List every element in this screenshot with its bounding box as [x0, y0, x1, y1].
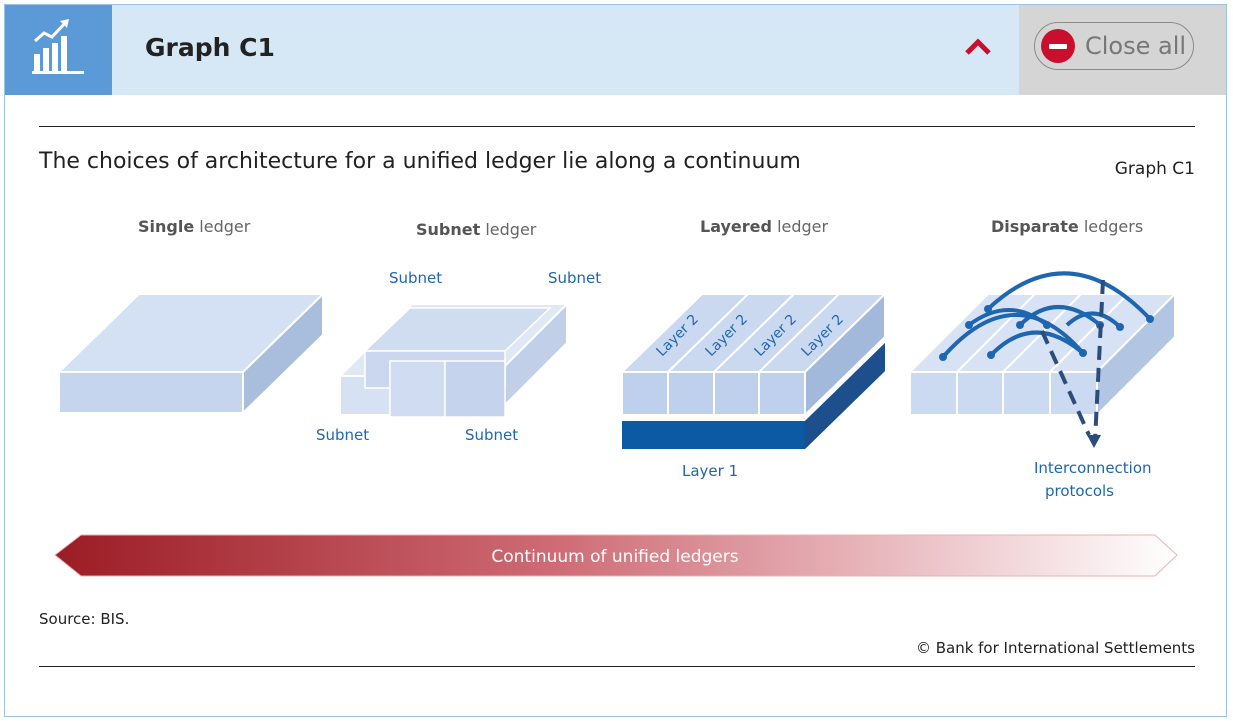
graph-id: Graph C1: [1114, 159, 1195, 179]
copyright-note: © Bank for International Settlements: [915, 639, 1195, 657]
layer2-label: Layer 2: [703, 311, 751, 359]
layer2-label: Layer 2: [752, 311, 800, 359]
source-note: Source: BIS.: [39, 610, 130, 628]
subnet-label: Subnet: [465, 426, 518, 444]
single-ledger-block: [56, 291, 326, 416]
pointer-arrowhead: [1087, 435, 1101, 448]
close-all-button[interactable]: Close all: [1034, 22, 1194, 70]
layer1-label: Layer 1: [682, 462, 738, 480]
subnet-ledger-blocks: [337, 301, 570, 418]
continuum-arrow: [54, 534, 1178, 577]
panel-header: Graph C1 Close all: [5, 5, 1226, 95]
panel-label-single: Single ledger: [138, 217, 251, 236]
panel-label-subnet: Subnet ledger: [416, 220, 537, 239]
continuum-label: Continuum of unified ledgers: [491, 547, 738, 567]
subnet-label: Subnet: [389, 269, 442, 287]
interconnection-arcs: [941, 271, 1152, 359]
minus-circle-icon: [1041, 29, 1075, 63]
chevron-up-icon[interactable]: [963, 35, 993, 59]
close-all-area: Close all: [1019, 5, 1226, 95]
close-all-label: Close all: [1085, 32, 1187, 60]
chart-trend-icon: [5, 5, 112, 95]
arc-endpoints: [939, 305, 1154, 361]
layer2-label: Layer 2: [654, 311, 702, 359]
layer1-block: [622, 343, 885, 449]
layer2-blocks: [619, 291, 888, 418]
ledger-diagram: Subnet Subnet Subnet Subnet Layer 2 Laye…: [54, 269, 1178, 577]
interconnection-pointers: [1040, 279, 1105, 442]
disparate-ledger-blocks: [907, 291, 1178, 418]
panel-label-disparate: Disparate ledgers: [991, 217, 1144, 236]
graph-panel: Graph C1 Close all The choices of archit…: [4, 4, 1227, 717]
interconnection-label-line2: protocols: [1045, 482, 1114, 500]
panel-title: Graph C1: [145, 33, 275, 62]
panel-label-layered: Layered ledger: [700, 217, 829, 236]
layer2-label: Layer 2: [799, 311, 847, 359]
subnet-label: Subnet: [548, 269, 601, 287]
subnet-label: Subnet: [316, 426, 369, 444]
bottom-rule: [39, 666, 1195, 667]
graph-title: The choices of architecture for a unifie…: [39, 149, 801, 174]
top-rule: [39, 126, 1195, 127]
interconnection-label-line1: Interconnection: [1034, 459, 1152, 477]
